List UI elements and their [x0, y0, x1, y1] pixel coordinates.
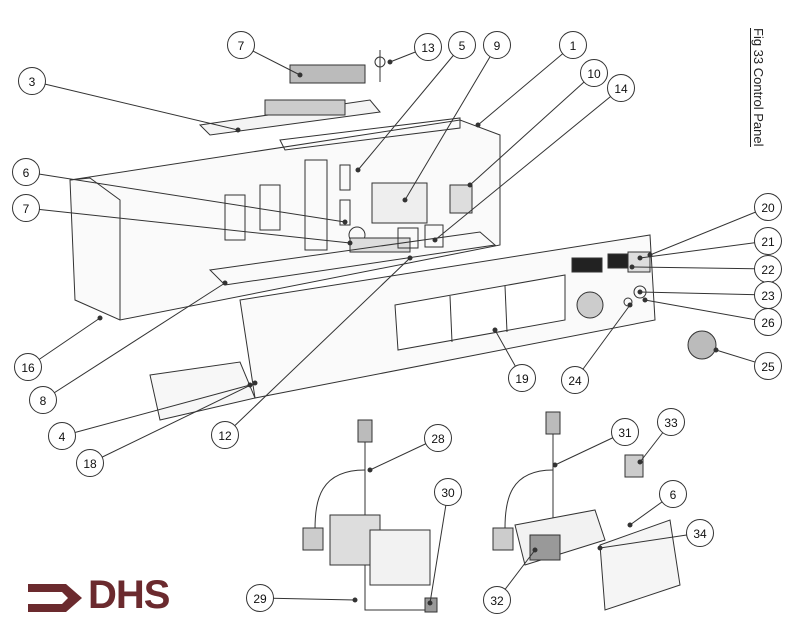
leader-line	[639, 240, 769, 259]
leader-arrowhead	[597, 545, 603, 551]
part-callout-32: 32	[483, 586, 511, 614]
part-callout-18: 18	[76, 449, 104, 477]
leader-arrowhead	[627, 522, 633, 528]
part-callout-10: 10	[580, 59, 608, 87]
arrow-logo-icon	[28, 584, 82, 612]
part-callout-4: 4	[48, 422, 76, 450]
part-callout-12: 12	[211, 421, 239, 449]
leader-arrowhead	[492, 327, 498, 333]
part-callout-6: 6	[659, 480, 687, 508]
leader-arrowhead	[235, 127, 241, 133]
leader-arrowhead	[532, 547, 538, 553]
part-callout-8: 8	[29, 386, 57, 414]
part-callout-24: 24	[561, 366, 589, 394]
wiring-harness-28	[302, 419, 438, 613]
part-callout-28: 28	[424, 424, 452, 452]
leader-arrowhead	[297, 72, 303, 78]
leader-line	[477, 44, 574, 126]
leader-line	[599, 532, 701, 549]
part-callout-7: 7	[227, 31, 255, 59]
part-callout-34: 34	[686, 519, 714, 547]
leader-arrowhead	[367, 467, 373, 473]
part-callout-3: 3	[18, 67, 46, 95]
part-callout-5: 5	[448, 31, 476, 59]
leader-line	[61, 384, 251, 437]
part-callout-9: 9	[483, 31, 511, 59]
leader-arrowhead	[222, 280, 228, 286]
leader-arrowhead	[342, 219, 348, 225]
leader-line	[644, 299, 769, 323]
leader-arrowhead	[637, 459, 643, 465]
leader-arrowhead	[627, 302, 633, 308]
part-callout-31: 31	[611, 418, 639, 446]
leader-arrowhead	[407, 255, 413, 261]
leader-arrowhead	[637, 289, 643, 295]
part-callout-26: 26	[754, 308, 782, 336]
part-callout-23: 23	[754, 281, 782, 309]
leader-line	[25, 207, 351, 244]
part-callout-13: 13	[414, 33, 442, 61]
leader-line	[469, 72, 595, 186]
part-callout-20: 20	[754, 193, 782, 221]
terminal-block-cover	[198, 50, 386, 136]
leader-line	[31, 80, 239, 131]
control-panel-chassis	[69, 117, 501, 321]
leader-arrowhead	[552, 462, 558, 468]
thermostat-knob	[687, 330, 717, 360]
part-callout-1: 1	[559, 31, 587, 59]
part-callout-16: 16	[14, 353, 42, 381]
leader-arrowhead	[467, 182, 473, 188]
part-callout-25: 25	[754, 352, 782, 380]
leader-line	[42, 282, 226, 401]
part-callout-29: 29	[246, 584, 274, 612]
part-callout-6: 6	[12, 158, 40, 186]
part-callout-33: 33	[657, 408, 685, 436]
leader-line	[404, 44, 498, 201]
leader-line	[89, 382, 256, 464]
part-callout-30: 30	[434, 478, 462, 506]
leader-line	[224, 257, 411, 436]
part-callout-21: 21	[754, 227, 782, 255]
leader-arrowhead	[97, 315, 103, 321]
leader-arrowhead	[713, 347, 719, 353]
dhs-logo: DHS	[26, 573, 170, 621]
part-callout-19: 19	[508, 364, 536, 392]
leader-arrowhead	[352, 597, 358, 603]
leader-arrowhead	[427, 600, 433, 606]
leader-line	[639, 291, 769, 296]
leader-arrowhead	[402, 197, 408, 203]
logo-text: DHS	[88, 573, 170, 617]
leader-line	[25, 171, 346, 223]
leader-line	[259, 597, 356, 601]
leader-line	[429, 491, 449, 604]
leader-line	[434, 87, 622, 241]
leader-arrowhead	[252, 380, 258, 386]
leader-arrowhead	[347, 240, 353, 246]
figure-title-text: Fig 33 Control Panel	[750, 28, 766, 147]
part-callout-7: 7	[12, 194, 40, 222]
leader-arrowhead	[475, 122, 481, 128]
wiring-harness-31	[492, 411, 681, 611]
leader-arrowhead	[355, 167, 361, 173]
leader-arrowhead	[637, 255, 643, 261]
leader-line	[649, 206, 769, 256]
leader-arrowhead	[432, 237, 438, 243]
figure-title: Fig 33 Control Panel	[748, 28, 768, 178]
leader-arrowhead	[642, 297, 648, 303]
leader-arrowhead	[629, 264, 635, 270]
leader-arrowhead	[387, 59, 393, 65]
leader-line	[574, 304, 631, 381]
part-callout-22: 22	[754, 255, 782, 283]
part-callout-14: 14	[607, 74, 635, 102]
leader-line	[357, 44, 463, 171]
leader-line	[631, 266, 769, 270]
